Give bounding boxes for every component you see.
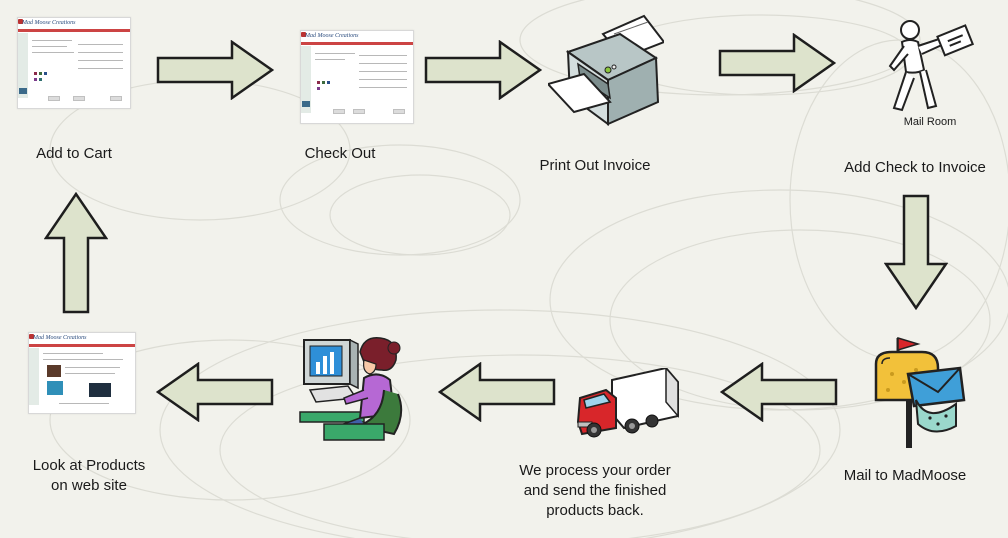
arrow-left-2 (438, 362, 556, 422)
site-logo: Mad Moose Creations (305, 33, 359, 39)
arrow-right-1 (156, 40, 274, 100)
arrow-left-3 (156, 362, 274, 422)
caption-look-at-products: Look at Products on web site (32, 457, 146, 494)
mailbox-icon (874, 336, 966, 448)
arrow-up (44, 192, 108, 314)
site-logo-mark (18, 19, 23, 24)
mail-room-label: Mail Room (903, 116, 957, 128)
caption-add-check: Add Check to Invoice (844, 159, 986, 176)
mail-carrier-icon (888, 20, 974, 112)
printer-icon (548, 14, 664, 126)
caption-check-out: Check Out (304, 145, 376, 162)
arrow-right-2 (424, 40, 542, 100)
site-logo-mark (301, 32, 306, 37)
arrow-down (884, 194, 948, 310)
arrow-right-3 (718, 33, 836, 93)
arrow-left-1 (720, 362, 838, 422)
caption-add-to-cart: Add to Cart (36, 145, 112, 162)
caption-print-invoice: Print Out Invoice (539, 157, 651, 174)
caption-mail-to-madmoose: Mail to MadMoose (843, 467, 967, 484)
caption-process-order: We process your order and send the finis… (519, 462, 671, 519)
site-logo: Mad Moose Creations (33, 335, 87, 341)
truck-icon (576, 368, 679, 438)
website-screenshot-products: Mad Moose Creations (28, 332, 136, 414)
website-screenshot-checkout: Mad Moose Creations (300, 30, 414, 124)
computer-user-icon (299, 337, 403, 441)
website-screenshot-cart: Mad Moose Creations (17, 17, 131, 109)
site-logo-mark (29, 334, 34, 339)
site-logo: Mad Moose Creations (22, 20, 76, 26)
